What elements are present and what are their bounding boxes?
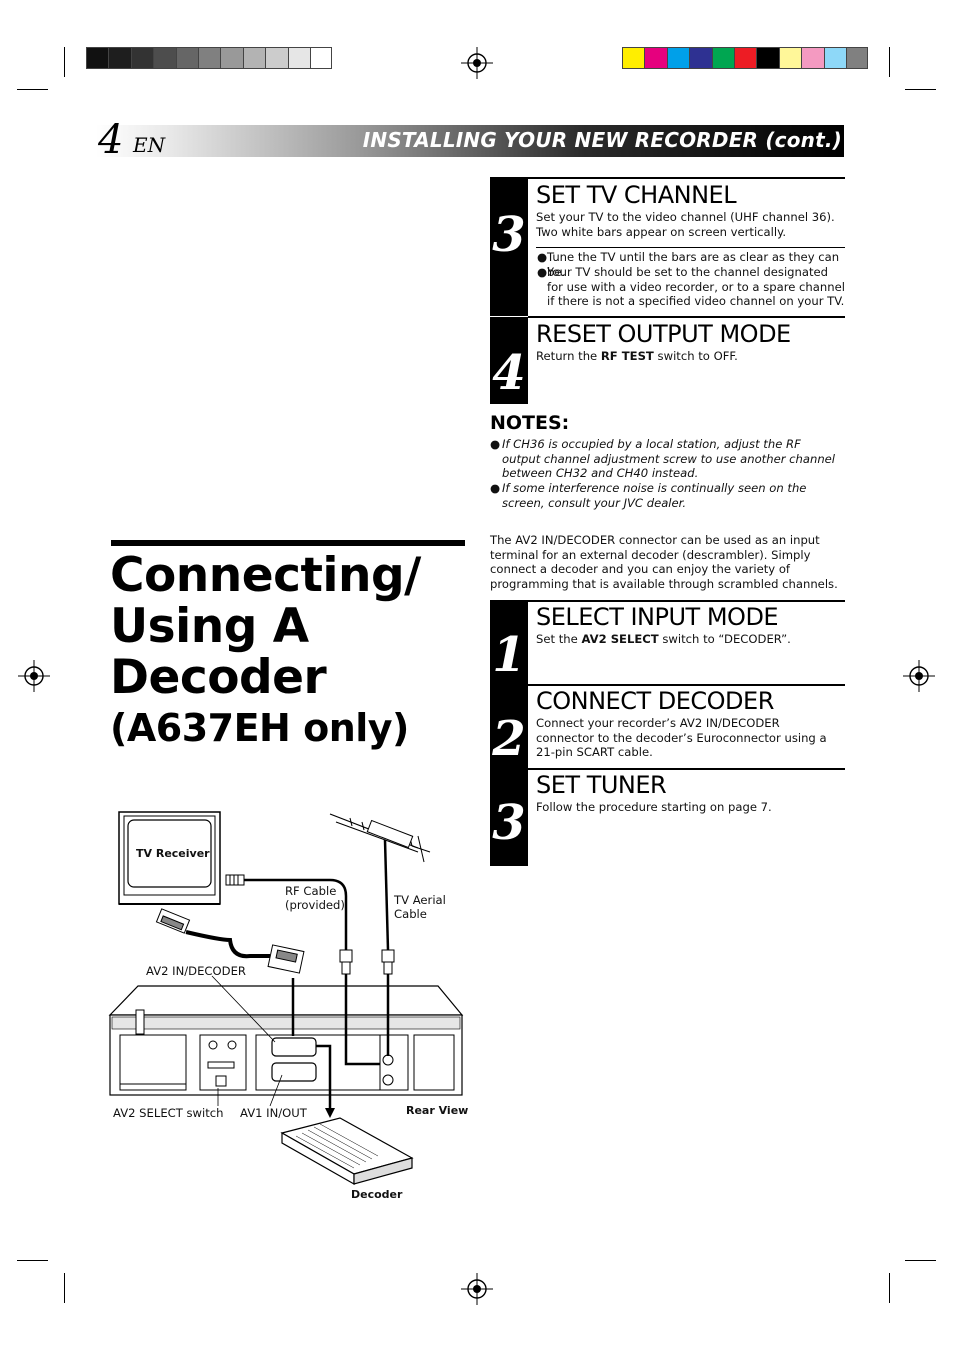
color-swatch bbox=[242, 47, 266, 69]
color-swatch bbox=[845, 47, 869, 69]
section-intro: The AV2 IN/DECODER connector can be used… bbox=[490, 533, 838, 591]
tv-receiver-label: TV Receiver bbox=[136, 847, 210, 860]
color-swatch bbox=[175, 47, 198, 69]
color-swatch bbox=[220, 47, 243, 69]
section-title-rule bbox=[111, 540, 465, 546]
section-title: Connecting/ Using A Decoder bbox=[110, 548, 421, 705]
step-body: Follow the procedure starting on page 7. bbox=[536, 800, 772, 814]
step-title-set-tv-channel: SET TV CHANNEL bbox=[536, 181, 737, 209]
step-title-reset-output-mode: RESET OUTPUT MODE bbox=[536, 320, 791, 348]
rf-cable-plug-icon bbox=[339, 949, 353, 975]
step-bar-set-tv-channel bbox=[490, 177, 528, 316]
step-number: 3 bbox=[492, 795, 526, 851]
color-swatch bbox=[778, 47, 802, 69]
step-body: Set your TV to the video channel (UHF ch… bbox=[536, 210, 835, 239]
color-swatch bbox=[153, 47, 176, 69]
decoder-label: Decoder bbox=[351, 1188, 403, 1201]
rear-view-label: Rear View bbox=[406, 1104, 469, 1117]
decoder-box-icon bbox=[280, 1117, 414, 1186]
rf-cable-label: RF Cable (provided) bbox=[285, 884, 345, 912]
step-number: 2 bbox=[492, 711, 526, 767]
aerial-cable-label: TV Aerial Cable bbox=[394, 893, 446, 921]
language-code: EN bbox=[133, 133, 166, 157]
color-swatch bbox=[86, 47, 109, 69]
step-rule bbox=[528, 600, 845, 602]
bullet-item: ●Tune the TV until the bars are as clear… bbox=[537, 250, 840, 279]
registration-mark-top bbox=[461, 47, 493, 79]
step-title-select-input-mode: SELECT INPUT MODE bbox=[536, 603, 779, 631]
step-body: Connect your recorder’s AV2 IN/DECODER c… bbox=[536, 716, 827, 760]
step-bar-reset-output-mode bbox=[490, 317, 528, 404]
tv-receiver-icon bbox=[118, 811, 221, 905]
color-swatch bbox=[666, 47, 690, 69]
color-swatch bbox=[130, 47, 154, 69]
color-swatch bbox=[689, 47, 712, 69]
note-item: ●If CH36 is occupied by a local station,… bbox=[490, 437, 836, 481]
aerial-plug-icon bbox=[381, 949, 395, 975]
bullet-item: ●Your TV should be set to the channel de… bbox=[537, 265, 845, 309]
color-swatch bbox=[287, 47, 310, 69]
av1-label: AV1 IN/OUT bbox=[240, 1106, 307, 1120]
note-item: ●If some interference noise is continual… bbox=[490, 481, 807, 510]
color-swatch bbox=[823, 47, 846, 69]
step-number: 3 bbox=[492, 207, 526, 263]
header-bar bbox=[96, 125, 844, 157]
color-bar bbox=[622, 47, 869, 69]
av2-select-label: AV2 SELECT switch bbox=[113, 1106, 224, 1120]
vcr-rear-icon bbox=[108, 985, 464, 1096]
step-bar-decoder bbox=[490, 600, 528, 866]
step-rule bbox=[528, 177, 845, 179]
registration-mark-right bbox=[903, 660, 935, 692]
color-swatch bbox=[733, 47, 757, 69]
step-body: Set the AV2 SELECT switch to “DECODER”. bbox=[536, 632, 791, 646]
color-swatch bbox=[309, 47, 333, 69]
step-title-connect-decoder: CONNECT DECODER bbox=[536, 687, 774, 715]
scart-plug-vcr-icon bbox=[267, 944, 305, 974]
color-swatch bbox=[108, 47, 131, 69]
scart-plug-tv-icon bbox=[155, 908, 191, 934]
rf-plug-icon bbox=[225, 874, 245, 886]
step-divider bbox=[536, 247, 845, 248]
step-body: Return the RF TEST switch to OFF. bbox=[536, 349, 738, 363]
av2-decoder-label: AV2 IN/DECODER bbox=[146, 964, 246, 978]
grayscale-bar bbox=[86, 47, 333, 69]
step-number: 1 bbox=[492, 627, 526, 683]
color-swatch bbox=[644, 47, 667, 69]
color-swatch bbox=[265, 47, 288, 69]
step-rule bbox=[528, 316, 845, 318]
step-rule bbox=[528, 768, 845, 770]
color-swatch bbox=[711, 47, 734, 69]
color-swatch bbox=[801, 47, 824, 69]
color-swatch bbox=[756, 47, 779, 69]
connection-diagram bbox=[108, 811, 464, 1186]
registration-mark-left bbox=[18, 660, 50, 692]
registration-mark-bottom bbox=[461, 1273, 493, 1305]
color-swatch bbox=[622, 47, 645, 69]
section-subtitle: (A637EH only) bbox=[110, 706, 409, 750]
step-rule bbox=[528, 684, 845, 686]
page-number: 4 bbox=[98, 117, 124, 163]
step-title-set-tuner: SET TUNER bbox=[536, 771, 667, 799]
section-header-title: INSTALLING YOUR NEW RECORDER (cont.) bbox=[362, 128, 842, 152]
aerial-antenna-icon bbox=[329, 813, 431, 863]
notes-heading: NOTES: bbox=[490, 412, 570, 434]
color-swatch bbox=[197, 47, 221, 69]
step-number: 4 bbox=[492, 345, 526, 401]
